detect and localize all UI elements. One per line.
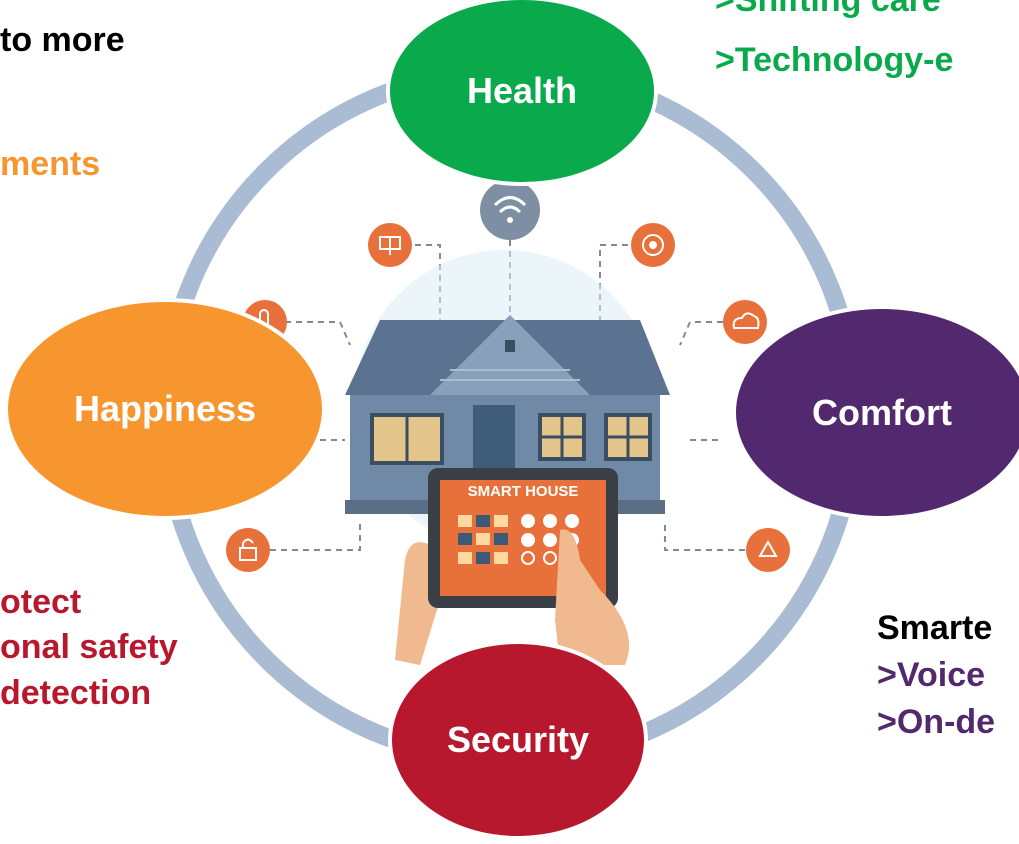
bottom-right-line-1: Smarte <box>877 609 993 647</box>
comfort-oval: Comfort <box>732 305 1019 520</box>
security-label: Security <box>446 719 590 760</box>
wifi-icon <box>480 180 540 240</box>
happiness-oval: Happiness <box>4 298 326 520</box>
top-left-line-2: ments <box>0 145 101 183</box>
health-oval: Health <box>386 0 658 186</box>
security-oval: Security <box>388 640 648 840</box>
cloud-icon <box>723 300 767 344</box>
health-label: Health <box>466 70 578 111</box>
bottom-right-line-2: >Voice <box>877 656 986 694</box>
solar-panel-icon <box>368 223 412 267</box>
tablet-title: SMART HOUSE <box>467 483 579 500</box>
lock-icon <box>226 528 270 572</box>
bottom-left-line-2: onal safety <box>0 628 178 666</box>
top-right-line-2: >Technology-e <box>715 41 954 79</box>
comfort-label: Comfort <box>812 391 952 433</box>
happiness-label: Happiness <box>73 388 257 429</box>
camera-icon <box>631 223 675 267</box>
top-left-line-1: to more <box>0 21 125 59</box>
bottom-left-line-1: otect <box>0 583 82 621</box>
bottom-left-line-3: detection <box>0 674 152 712</box>
tablet-illustration <box>395 468 630 665</box>
bottom-right-line-3: >On-de <box>877 703 996 741</box>
recycle-icon <box>746 528 790 572</box>
top-right-line-1: >Shifting care <box>715 0 941 19</box>
